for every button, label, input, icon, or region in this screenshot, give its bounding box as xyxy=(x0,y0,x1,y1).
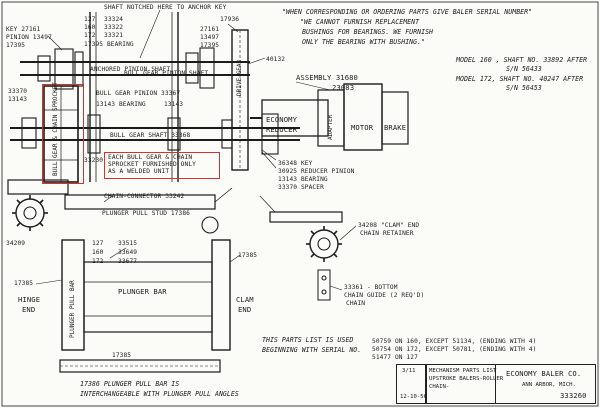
callout-33370: 33370 xyxy=(8,88,28,95)
callout-17936: 17936 xyxy=(220,16,240,23)
pull-bar-note-2: INTERCHANGEABLE WITH PLUNGER PULL ANGLES xyxy=(80,390,239,398)
callout-172b: 172 xyxy=(92,258,104,265)
serial-note-line1: THIS PARTS LIST IS USED xyxy=(262,336,354,344)
callout-17385a: 17385 xyxy=(238,252,258,259)
label-clam-end: END xyxy=(238,305,252,314)
callout-40132: 40132 xyxy=(266,56,286,63)
welded-note-2: SPROCKET FURNISHED ONLY xyxy=(108,161,196,168)
label-reducer: REDUCER xyxy=(266,125,297,134)
title-block-cell-mid xyxy=(426,364,496,404)
callout-160b: 160 xyxy=(92,249,104,256)
title-block-cell-left xyxy=(396,364,426,404)
callout-36348-key: 36348 KEY xyxy=(278,160,313,167)
callout-bearing-13143: 13143 BEARING xyxy=(96,101,146,108)
title-block-title-2: UPSTROKE BALERS-ROLLER xyxy=(429,376,504,382)
callout-plunger-pull-stud: PLUNGER PULL STUD 17386 xyxy=(102,210,190,217)
callout-chain-connector: CHAIN-CONNECTOR 33242 xyxy=(104,193,185,200)
callout-17395a: 17395 xyxy=(6,42,26,49)
callout-33230: 33230 xyxy=(84,157,104,164)
motor-assembly xyxy=(250,83,409,151)
callout-33321: 33321 xyxy=(104,32,124,39)
callout-bearing-17395: 17395 BEARING xyxy=(84,41,134,48)
callout-shaft-notch: SHAFT NOTCHED HERE TO ANCHOR KEY xyxy=(104,4,227,11)
callout-17385c: 17385 xyxy=(112,352,132,359)
callout-bull-gear-sprocket: BULL GEAR & CHAIN SPROCKET xyxy=(52,82,59,176)
callout-27161: 27161 xyxy=(200,26,220,33)
title-block-part-no: 333260 xyxy=(560,391,587,400)
title-block-title-3: CHAIN- xyxy=(429,384,450,390)
callout-bearing-13143c: 13143 BEARING xyxy=(278,176,328,183)
bull-gear-highlight xyxy=(42,84,84,184)
callout-33649: 33649 xyxy=(118,249,138,256)
title-block-company: ECONOMY BALER CO. xyxy=(506,369,582,378)
callout-127: 127 xyxy=(84,16,96,23)
callout-bull-gear-pinion-shaft: BULL GEAR PINION SHAFT xyxy=(124,70,209,77)
header-note-line2: "WE CANNOT FURNISH REPLACEMENT xyxy=(300,18,420,26)
callout-chain-retainer: 34208 "CLAM" END xyxy=(358,222,420,229)
label-hinge: HINGE xyxy=(18,295,41,304)
callout-23083: 23083 xyxy=(332,83,355,92)
welded-note-highlight xyxy=(104,152,220,179)
label-chain: CHAIN xyxy=(346,300,366,307)
model-note-line3: MODEL 172, SHAFT NO. 40247 AFTER xyxy=(456,75,584,83)
label-motor: MOTOR xyxy=(351,123,374,132)
serial-note-line2: BEGINNING WITH SERIAL NO. xyxy=(262,346,362,354)
callout-chain-retainer-2: CHAIN RETAINER xyxy=(360,230,414,237)
callout-13143b: 13143 xyxy=(164,101,184,108)
callout-172: 172 xyxy=(84,32,96,39)
callout-34209: 34209 xyxy=(6,240,26,247)
callout-33324: 33324 xyxy=(104,16,124,23)
header-note-line1: "WHEN CORRESPONDING OR ORDERING PARTS GI… xyxy=(282,8,533,16)
title-block-date-label: 3/11 xyxy=(402,368,416,374)
model-note-line2: S/N 56433 xyxy=(506,65,542,73)
callout-17395b: 17395 xyxy=(200,42,220,49)
callout-160: 160 xyxy=(84,24,96,31)
callout-bottom-chain-2: CHAIN GUIDE (2 REQ'D) xyxy=(344,292,425,299)
serial-note-s3: 51477 ON 127 xyxy=(372,354,418,361)
model-note-line4: S/N 56453 xyxy=(506,84,542,92)
title-block-title-1: MECHANISM PARTS LIST xyxy=(429,368,497,374)
label-clam: CLAM xyxy=(236,295,254,304)
label-economy: ECONOMY xyxy=(266,115,297,124)
callout-bull-gear-shaft: BULL GEAR SHAFT 33368 xyxy=(110,132,191,139)
callout-17385b: 17385 xyxy=(14,280,34,287)
callout-drive-gear: DRIVE GEAR xyxy=(236,59,243,96)
header-note-line3: BUSHINGS FOR BEARINGS. WE FURNISH xyxy=(302,28,434,36)
welded-note-1: EACH BULL GEAR & CHAIN xyxy=(108,154,193,161)
model-note-line1: MODEL 160 , SHAFT NO. 33892 AFTER xyxy=(456,56,588,64)
callout-key: KEY 27161 xyxy=(6,26,41,33)
title-block-date: 12-10-56 xyxy=(400,394,427,400)
callout-spacer: 33370 SPACER xyxy=(278,184,324,191)
callout-reducer-pinion: 30925 REDUCER PINION xyxy=(278,168,355,175)
serial-note-s1: 50759 ON 160, EXCEPT 51134, (ENDING WITH… xyxy=(372,338,537,345)
callout-assembly: ASSEMBLY 31680 xyxy=(296,73,358,82)
callout-pinion: PINION 13497 xyxy=(6,34,52,41)
label-adapter: ADAPTER xyxy=(327,114,334,140)
header-note-line4: ONLY THE BEARING WITH BUSHING." xyxy=(302,38,426,46)
pull-bar-note-1: 17386 PLUNGER PULL BAR IS xyxy=(80,380,180,388)
callout-33677: 33677 xyxy=(118,258,138,265)
label-brake: BRAKE xyxy=(384,123,407,132)
label-plunger-pull-bar: PLUNGER PULL BAR xyxy=(69,280,76,338)
callout-bottom-chain: 33361 - BOTTOM xyxy=(344,284,398,291)
label-plunger-bar: PLUNGER BAR xyxy=(118,287,167,296)
anchored-pinion-shaft xyxy=(20,47,250,90)
callout-13497: 13497 xyxy=(200,34,220,41)
callout-13143: 13143 xyxy=(8,96,28,103)
callout-127b: 127 xyxy=(92,240,104,247)
label-hinge-end: END xyxy=(22,305,36,314)
title-block-city: ANN ARBOR, MICH. xyxy=(522,382,576,388)
welded-note-3: AS A WELDED UNIT xyxy=(108,168,170,175)
callout-33322: 33322 xyxy=(104,24,124,31)
callout-anchored-pinion-shaft: ANCHORED PINION SHAFT xyxy=(90,66,171,73)
callout-33515: 33515 xyxy=(118,240,138,247)
serial-note-s2: 50754 ON 172, EXCEPT 50781, (ENDING WITH… xyxy=(372,346,537,353)
callout-33367: BULL GEAR PINION 33367 xyxy=(96,90,181,97)
